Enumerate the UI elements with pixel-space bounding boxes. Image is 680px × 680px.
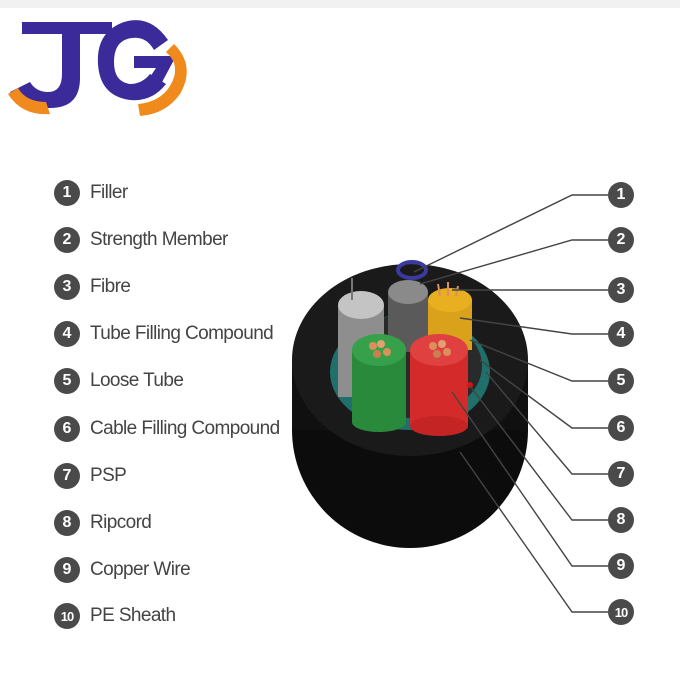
leader-line [469, 339, 608, 382]
leader-line [485, 371, 608, 475]
legend-number-badge: 6 [54, 416, 80, 442]
ripcord-dot [467, 382, 473, 388]
legend-label: Cable Filling Compound [90, 418, 280, 439]
legend-item: 10 PE Sheath [54, 601, 176, 631]
callout-badge: 3 [608, 277, 634, 303]
logo-j-accent [8, 88, 50, 115]
tube-yellow-top [428, 288, 472, 312]
legend-number-badge: 2 [54, 227, 80, 253]
tube-red-bottom [410, 416, 468, 436]
callout-badge: 6 [608, 415, 634, 441]
leader-line [419, 239, 608, 285]
callout-badge: 7 [608, 461, 634, 487]
leader-line [459, 451, 608, 613]
legend-number-badge: 7 [54, 463, 80, 489]
legend-number-badge: 1 [54, 180, 80, 206]
legend-number-badge: 3 [54, 274, 80, 300]
callout-badge: 9 [608, 553, 634, 579]
logo-g-bar [134, 56, 176, 86]
callout-badge: 2 [608, 227, 634, 253]
legend-number-badge: 4 [54, 321, 80, 347]
callout-badge: 10 [608, 599, 634, 625]
leader-line [459, 317, 608, 335]
legend-label: Loose Tube [90, 370, 184, 391]
callout-badge: 5 [608, 368, 634, 394]
logo-g-accent [138, 44, 187, 116]
strength-member [396, 260, 428, 280]
tube-green-top [352, 334, 406, 366]
tube-red-top [410, 334, 468, 366]
legend-number-badge: 8 [54, 510, 80, 536]
legend-label: Strength Member [90, 229, 228, 250]
tube-gray-top [388, 280, 428, 304]
legend-label: PSP [90, 465, 127, 486]
legend-item: 6 Cable Filling Compound [54, 414, 280, 444]
leader-lines [413, 194, 608, 613]
legend-item: 1 Filler [54, 178, 128, 208]
legend-label: PE Sheath [90, 605, 176, 626]
callout-badge: 8 [608, 507, 634, 533]
leader-line [469, 385, 608, 521]
leader-line [413, 194, 608, 273]
legend-item: 4 Tube Filling Compound [54, 319, 274, 349]
legend-item: 2 Strength Member [54, 225, 228, 255]
leader-line [479, 359, 608, 429]
legend-item: 7 PSP [54, 461, 127, 491]
leader-line [451, 391, 608, 567]
callout-badge: 4 [608, 321, 634, 347]
legend-label: Tube Filling Compound [90, 323, 274, 344]
legend-label: Fibre [90, 276, 131, 297]
legend-label: Filler [90, 182, 128, 203]
tube-green-bottom [352, 412, 406, 432]
legend-number-badge: 10 [54, 603, 80, 629]
legend-label: Ripcord [90, 512, 152, 533]
legend-label: Copper Wire [90, 559, 191, 580]
callout-badge: 1 [608, 182, 634, 208]
legend-number-badge: 9 [54, 557, 80, 583]
filler-gray-top [338, 291, 384, 319]
legend-item: 5 Loose Tube [54, 366, 184, 396]
legend-item: 8 Ripcord [54, 508, 152, 538]
brand-logo: JG [8, 20, 187, 116]
legend-number-badge: 5 [54, 368, 80, 394]
top-bar [0, 0, 680, 8]
legend-item: 3 Fibre [54, 272, 131, 302]
legend-item: 9 Copper Wire [54, 555, 191, 585]
